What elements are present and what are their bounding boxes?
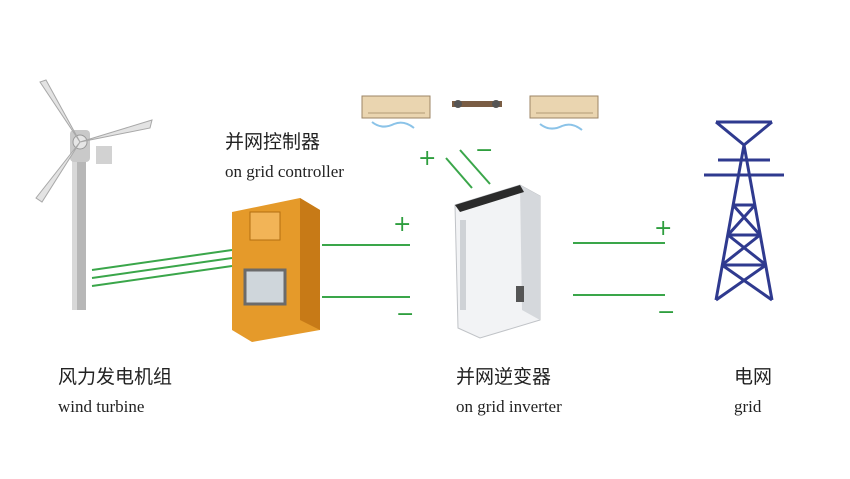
load-plus-sign: + [418, 146, 437, 171]
wind-turbine-label-en: wind turbine [58, 397, 145, 416]
load-icons [361, 95, 599, 131]
controller-inverter-wires [322, 244, 410, 298]
wind-turbine-label-cn: 风力发电机组 [58, 366, 173, 388]
inverter-grid-wires [573, 242, 665, 296]
inverter-icon [454, 184, 541, 339]
controller-label-en: on grid controller [225, 162, 344, 181]
grid-plus-sign: + [654, 216, 673, 241]
controller-plus-sign: + [393, 212, 412, 237]
turbine-controller-wires [91, 249, 233, 287]
wind-turbine-icon [35, 79, 153, 310]
load-minus-sign: − [475, 138, 494, 163]
controller-icon [232, 198, 320, 342]
controller-minus-sign: − [396, 302, 415, 327]
inverter-label-cn: 并网逆变器 [456, 366, 552, 388]
grid-label-cn: 电网 [734, 366, 773, 388]
grid-minus-sign: − [657, 300, 676, 325]
inverter-label-en: on grid inverter [456, 397, 562, 416]
load-inverter-wires [445, 149, 491, 189]
transmission-tower-icon [704, 120, 784, 302]
controller-label-cn: 并网控制器 [225, 131, 321, 153]
grid-label-en: grid [734, 397, 762, 416]
